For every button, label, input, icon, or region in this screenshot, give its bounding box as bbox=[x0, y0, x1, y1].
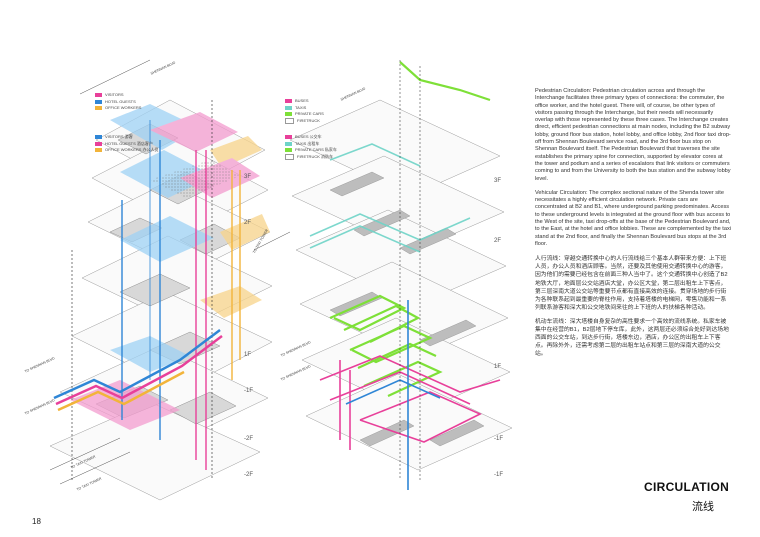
legend-swatch bbox=[95, 141, 102, 146]
right-parking-rows bbox=[329, 171, 485, 447]
text-column: Pedestrian Circulation: Pedestrian circu… bbox=[535, 88, 731, 364]
right-legend-mid: BUSES 公交车 TAXIS 出租车 PRIVATE CARS 私家车 FIR… bbox=[285, 134, 337, 160]
legend-label: OFFICE WORKERS 办公人员 bbox=[105, 147, 159, 153]
legend-label: OFFICE WORKERS bbox=[105, 105, 142, 111]
page-number: 18 bbox=[32, 517, 41, 526]
left-vertical-paths bbox=[121, 120, 241, 470]
floor-label: 1F bbox=[244, 352, 252, 358]
right-taxi-paths bbox=[309, 143, 471, 253]
legend-swatch bbox=[285, 117, 294, 124]
legend-swatch bbox=[285, 105, 292, 110]
legend-label: HOTEL GUESTS bbox=[105, 98, 136, 104]
legend-label: FIRETRUCK 消防车 bbox=[297, 153, 333, 159]
legend-swatch bbox=[95, 134, 102, 139]
legend-label: BUSES 公交车 bbox=[295, 134, 322, 139]
pedestrian-paragraph-en: Pedestrian Circulation: Pedestrian circu… bbox=[535, 88, 731, 182]
legend-swatch bbox=[95, 92, 102, 97]
legend-swatch bbox=[285, 134, 292, 139]
legend-label: TAXIS bbox=[295, 104, 307, 110]
legend-item: HOTEL GUESTS 酒店客户 bbox=[95, 141, 159, 148]
legend-item: FIRETRUCK 消防车 bbox=[285, 153, 337, 161]
legend-item: BUSES bbox=[285, 98, 324, 105]
right-vehicular-diagram bbox=[289, 60, 513, 490]
right-private-car-paths bbox=[329, 61, 491, 397]
pedestrian-paragraph-cn: 人行流线：穿越交通转换中心的人行流线给三个基本人群带来方便：上下班人员，办公人员… bbox=[535, 256, 728, 311]
legend-swatch bbox=[95, 106, 102, 111]
legend-label: HOTEL GUESTS 酒店客户 bbox=[105, 140, 153, 146]
legend-item: VISITORS bbox=[95, 92, 141, 99]
legend-item: PRIVATE CARS bbox=[285, 111, 324, 118]
legend-swatch bbox=[285, 98, 292, 103]
floor-label: 2F bbox=[244, 220, 252, 226]
legend-item: OFFICE WORKERS bbox=[95, 105, 141, 112]
left-legend-mid: VISITORS 游客 HOTEL GUESTS 酒店客户 OFFICE WOR… bbox=[95, 134, 159, 154]
floor-label: -1F bbox=[244, 388, 253, 394]
legend-swatch bbox=[285, 153, 294, 160]
legend-item: TAXIS 出租车 bbox=[285, 141, 337, 148]
section-title: CIRCULATION bbox=[644, 480, 730, 494]
left-legend-top: VISITORS HOTEL GUESTS OFFICE WORKERS bbox=[95, 92, 141, 112]
floor-label: -2F bbox=[244, 472, 253, 478]
legend-label: VISITORS bbox=[105, 92, 124, 97]
legend-item: PRIVATE CARS 私家车 bbox=[285, 147, 337, 154]
left-pedestrian-diagram bbox=[49, 59, 291, 501]
floor-label: 3F bbox=[494, 178, 502, 184]
left-spine-bands bbox=[53, 329, 223, 412]
legend-item: VISITORS 游客 bbox=[95, 134, 159, 141]
legend-label: VISITORS 游客 bbox=[105, 134, 133, 139]
legend-label: PRIVATE CARS bbox=[295, 111, 324, 117]
floor-label: -1F bbox=[494, 472, 503, 478]
legend-label: TAXIS 出租车 bbox=[295, 140, 320, 146]
right-legend-top: BUSES TAXIS PRIVATE CARS FIRETRUCK bbox=[285, 98, 324, 124]
left-zones bbox=[70, 104, 270, 430]
left-road-lines bbox=[49, 59, 291, 485]
floor-label: 3F bbox=[244, 174, 252, 180]
floor-label: -2F bbox=[244, 436, 253, 442]
legend-label: FIRETRUCK bbox=[297, 117, 320, 123]
legend-item: TAXIS bbox=[285, 105, 324, 112]
legend-swatch bbox=[285, 148, 292, 153]
vehicular-paragraph-cn: 机动车流线：深大塔楼自身复杂的高性要求一个高效的流线系统。私家车被集中在经营的B… bbox=[535, 318, 729, 358]
legend-item: BUSES 公交车 bbox=[285, 134, 337, 141]
floor-label: 1F bbox=[494, 364, 502, 370]
floor-label: 2F bbox=[494, 238, 502, 244]
legend-swatch bbox=[95, 148, 102, 153]
legend-item: HOTEL GUESTS bbox=[95, 99, 141, 106]
floor-label: -1F bbox=[494, 436, 503, 442]
left-dashed-cores bbox=[71, 100, 213, 480]
legend-item: FIRETRUCK bbox=[285, 117, 324, 125]
legend-swatch bbox=[285, 141, 292, 146]
legend-swatch bbox=[285, 112, 292, 117]
legend-item: OFFICE WORKERS 办公人员 bbox=[95, 147, 159, 154]
section-title-cn: 流线 bbox=[692, 501, 714, 513]
vehicular-paragraph-en: Vehicular Circulation: The complex secti… bbox=[535, 189, 732, 247]
legend-swatch bbox=[95, 99, 102, 104]
right-dashed-cores bbox=[399, 60, 421, 480]
legend-label: BUSES bbox=[295, 98, 309, 103]
legend-label: PRIVATE CARS 私家车 bbox=[295, 147, 337, 153]
